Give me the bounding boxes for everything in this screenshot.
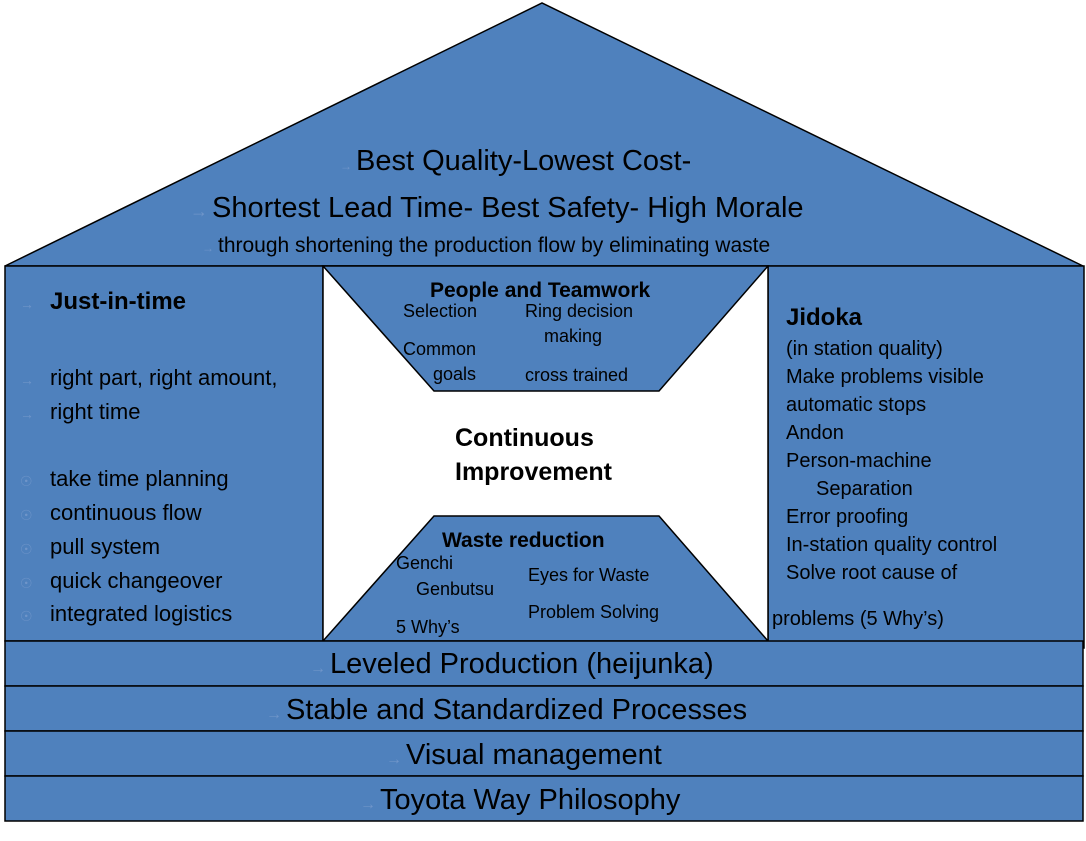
top-trapezoid-item: Common	[403, 339, 477, 359]
left-item: ☉take time planning	[20, 466, 229, 491]
left-item: ☉integrated logistics	[20, 601, 233, 626]
circle-bullet-icon: ☉	[20, 473, 33, 489]
center-line-1: Continuous	[455, 424, 594, 452]
center-line-2: Improvement	[455, 458, 612, 486]
foundation-label-2: →Stable and Standardized Processes	[266, 694, 748, 726]
circle-bullet-icon: ☉	[20, 541, 33, 557]
left-line: →right time	[20, 399, 141, 424]
right-line: problems (5 Why’s)	[772, 608, 944, 630]
bottom-trapezoid-item: Genbutsu	[416, 579, 495, 599]
bottom-trapezoid-item: 5 Why’s	[396, 617, 460, 637]
arrow-right-icon: →	[310, 660, 326, 677]
right-line: automatic stops	[786, 394, 927, 416]
arrow-right-icon: →	[386, 751, 402, 768]
right-line: Person-machine	[786, 450, 932, 472]
foundation-label-1: →Leveled Production (heijunka)	[310, 648, 714, 680]
circle-bullet-icon: ☉	[20, 575, 33, 591]
right-line: Solve root cause of	[786, 562, 958, 584]
circle-bullet-icon: ☉	[20, 608, 33, 624]
roof-line-1: →Best Quality-Lowest Cost-	[340, 145, 692, 177]
top-trapezoid-item: Selection	[403, 301, 478, 321]
top-trapezoid	[321, 265, 770, 392]
arrow-right-icon: →	[202, 241, 214, 255]
bottom-trapezoid-item: Eyes for Waste	[528, 565, 650, 585]
arrow-right-icon: →	[20, 296, 34, 312]
foundation-bar-3	[4, 730, 1084, 777]
right-line: In-station quality control	[786, 534, 998, 556]
roof	[4, 2, 1084, 267]
arrow-right-icon: →	[360, 796, 376, 813]
right-line: Error proofing	[786, 506, 909, 528]
arrow-right-icon: →	[340, 159, 352, 173]
foundation-label-4: →Toyota Way Philosophy	[360, 784, 681, 816]
right-line: (in station quality)	[786, 338, 943, 360]
left-item: ☉pull system	[20, 534, 161, 559]
arrow-right-icon: →	[266, 706, 282, 723]
left-pillar-title: →Just-in-time	[20, 288, 187, 315]
top-trapezoid-item: goals	[433, 364, 477, 384]
foundation-label-3: →Visual management	[386, 739, 662, 771]
left-item: ☉quick changeover	[20, 568, 223, 593]
top-trapezoid-item: making	[544, 326, 603, 346]
roof-line-3: →through shortening the production flow …	[202, 234, 771, 257]
right-pillar-title: Jidoka	[786, 304, 863, 331]
top-trapezoid-item: Ring decision	[525, 301, 634, 321]
right-pillar	[767, 265, 1085, 649]
roof-line-2: →Shortest Lead Time- Best Safety- High M…	[190, 192, 804, 224]
arrow-right-icon: →	[190, 201, 208, 221]
arrow-right-icon: →	[20, 406, 34, 422]
right-line: Separation	[816, 478, 913, 500]
top-trapezoid-title: People and Teamwork	[430, 279, 651, 302]
right-line: Andon	[786, 422, 844, 444]
circle-bullet-icon: ☉	[20, 507, 33, 523]
top-trapezoid-item: cross trained	[525, 365, 629, 385]
bottom-trapezoid-item: Problem Solving	[528, 602, 660, 622]
left-line: →right part, right amount,	[20, 365, 278, 390]
right-line: Make problems visible	[786, 366, 984, 388]
left-pillar	[4, 265, 324, 642]
bottom-trapezoid-title: Waste reduction	[442, 529, 605, 552]
foundation-bar-4	[4, 775, 1084, 822]
bottom-trapezoid-item: Genchi	[396, 553, 454, 573]
arrow-right-icon: →	[20, 372, 34, 388]
left-item: ☉continuous flow	[20, 500, 202, 525]
